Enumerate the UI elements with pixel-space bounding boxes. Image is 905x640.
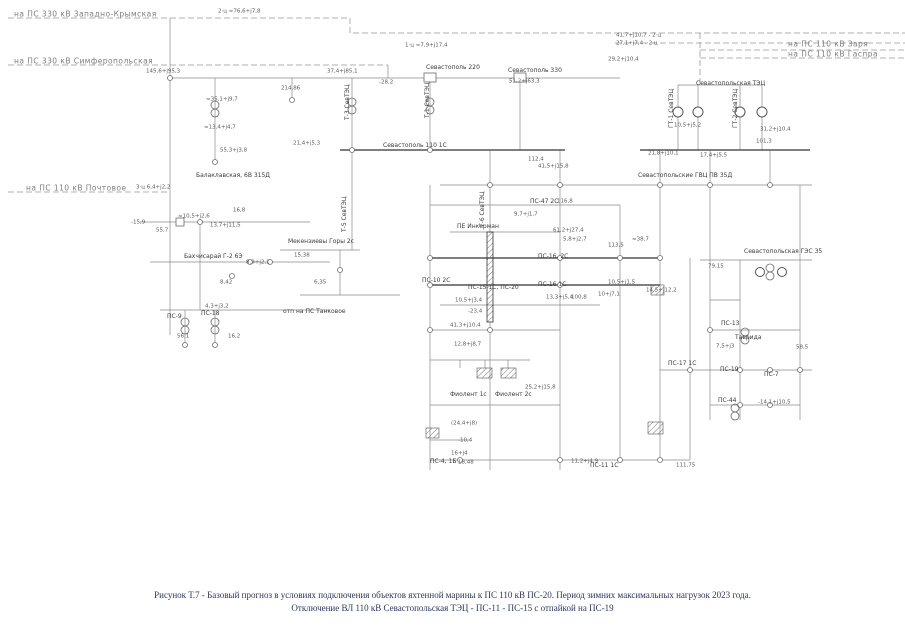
breaker-circles [167, 75, 803, 463]
transformer-symbols [180, 97, 775, 421]
figure-caption: Рисунок Т.7 - Базовый прогноз в условиях… [0, 589, 905, 614]
figure-caption-line1: Рисунок Т.7 - Базовый прогноз в условиях… [154, 590, 751, 600]
network-lines [140, 18, 812, 470]
external-tie-lines [8, 17, 905, 193]
figure-caption-line2: Отключение ВЛ 110 кВ Севастопольская ТЭЦ… [291, 602, 614, 613]
generator-circles [672, 106, 787, 277]
load-symbols [425, 284, 665, 439]
disconnected-line-symbol [486, 231, 494, 323]
busbars [340, 149, 810, 286]
substation-node-boxes [175, 72, 527, 227]
